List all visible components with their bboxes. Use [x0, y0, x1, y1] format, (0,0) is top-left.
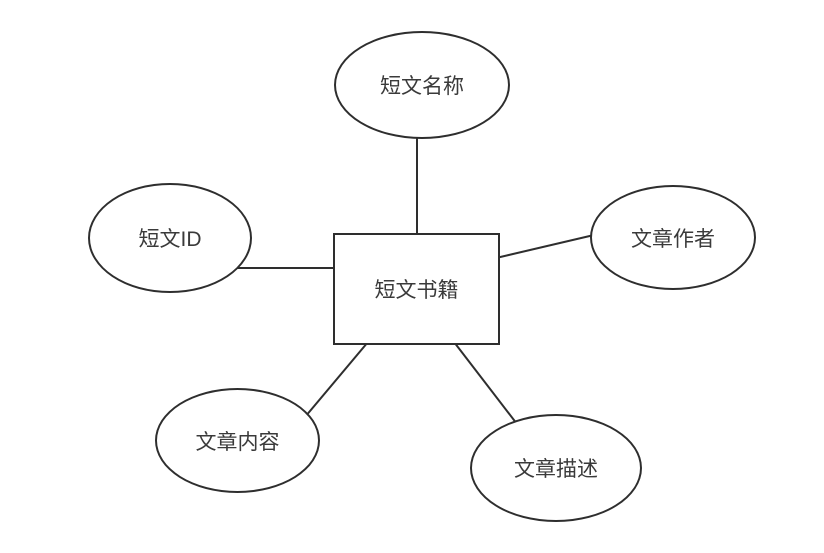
attribute-label-id: 短文ID	[138, 228, 202, 251]
attribute-label-content: 文章内容	[195, 430, 280, 454]
entity-label: 短文书籍	[374, 279, 459, 302]
attribute-ellipse-content: 文章内容	[155, 388, 320, 493]
attribute-label-author: 文章作者	[631, 227, 715, 251]
entity-box: 短文书籍	[333, 233, 500, 345]
connector-entity-to-content	[304, 341, 369, 418]
connector-entity-to-author	[495, 234, 595, 259]
attribute-label-description: 文章描述	[514, 458, 598, 481]
attribute-label-name: 短文名称	[380, 75, 464, 98]
attribute-ellipse-author: 文章作者	[590, 185, 756, 290]
attribute-ellipse-description: 文章描述	[470, 414, 642, 522]
connector-entity-to-description	[453, 341, 518, 425]
attribute-ellipse-id: 短文ID	[88, 183, 252, 293]
attribute-ellipse-name: 短文名称	[334, 31, 510, 139]
